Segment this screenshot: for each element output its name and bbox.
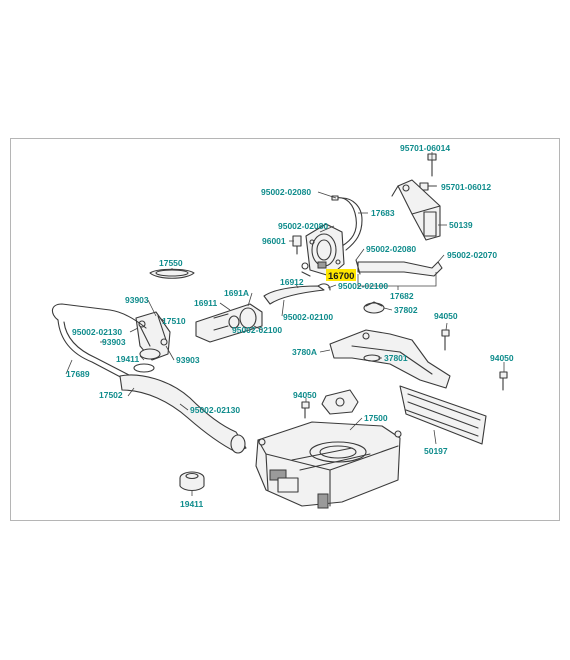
label-95701-06014: 95701-06014 bbox=[400, 143, 450, 153]
label-50139: 50139 bbox=[449, 220, 473, 230]
clamp-95002-02080-left bbox=[301, 262, 311, 277]
cap-19411 bbox=[179, 471, 205, 492]
fuel-pump-16700 bbox=[305, 223, 345, 277]
label-17510: 17510 bbox=[162, 316, 186, 326]
label-17682: 17682 bbox=[390, 291, 414, 301]
label-95701-06012: 95701-06012 bbox=[441, 182, 491, 192]
label-3780A: 3780A bbox=[292, 347, 317, 357]
label-94050-top: 94050 bbox=[434, 311, 458, 321]
label-16911: 16911 bbox=[194, 298, 217, 308]
label-96001: 96001 bbox=[262, 236, 286, 246]
label-93903-top: 93903 bbox=[125, 295, 149, 305]
clamp-19411-small bbox=[133, 363, 155, 373]
label-50197: 50197 bbox=[424, 446, 448, 456]
label-37801: 37801 bbox=[384, 353, 408, 363]
label-17502: 17502 bbox=[99, 390, 123, 400]
label-93903-right: 93903 bbox=[176, 355, 200, 365]
label-17689: 17689 bbox=[66, 369, 90, 379]
gasket-17550 bbox=[149, 268, 195, 279]
label-17500: 17500 bbox=[364, 413, 388, 423]
label-37802: 37802 bbox=[394, 305, 418, 315]
label-95002-02130-left: 95002-02130 bbox=[72, 327, 122, 337]
label-16700: 16700 bbox=[328, 271, 354, 282]
label-95002-02070: 95002-02070 bbox=[447, 250, 497, 260]
hose-16912 bbox=[263, 283, 331, 305]
clip-96001 bbox=[292, 235, 302, 255]
nut-94050-b bbox=[499, 371, 508, 391]
filler-pipe-17502 bbox=[119, 374, 247, 454]
hose-17689 bbox=[51, 303, 183, 407]
label-94050-right: 94050 bbox=[490, 353, 514, 363]
label-95002-02080-right: 95002-02080 bbox=[366, 244, 416, 254]
leader-lines bbox=[65, 152, 505, 496]
canister-1691A bbox=[195, 303, 263, 343]
bracket-50139 bbox=[391, 179, 441, 241]
label-95002-02080-pump: 95002-02080 bbox=[278, 221, 328, 231]
label-95002-02100-upper: 95002-02100 bbox=[338, 281, 388, 291]
fuel-tank-17500 bbox=[255, 421, 402, 509]
hose-17682 bbox=[355, 259, 443, 277]
protector-50197 bbox=[399, 385, 487, 445]
filler-neck-17510 bbox=[135, 311, 171, 361]
label-1691A: 1691A bbox=[224, 288, 249, 298]
highlight-16700: 16700 bbox=[326, 269, 356, 282]
label-95002-02100-lower: 95002-02100 bbox=[232, 325, 282, 335]
label-94050-tank: 94050 bbox=[293, 390, 317, 400]
label-95002-02100-mid: 95002-02100 bbox=[283, 312, 333, 322]
bracket-3780A bbox=[329, 329, 451, 389]
label-19411-cap: 19411 bbox=[180, 499, 203, 509]
cap-37802 bbox=[363, 301, 385, 314]
label-16912: 16912 bbox=[280, 277, 304, 287]
diagram-frame bbox=[10, 138, 560, 521]
label-19411-small: 19411 bbox=[116, 354, 139, 364]
sender-plate bbox=[321, 389, 359, 415]
label-17683: 17683 bbox=[371, 208, 395, 218]
label-95002-02130-bottom: 95002-02130 bbox=[190, 405, 240, 415]
nut-94050-a bbox=[441, 329, 450, 351]
nut-94050-c bbox=[301, 401, 310, 419]
label-95002-02080-top: 95002-02080 bbox=[261, 187, 311, 197]
label-17550: 17550 bbox=[159, 258, 183, 268]
label-93903-mid: 93903 bbox=[102, 337, 126, 347]
